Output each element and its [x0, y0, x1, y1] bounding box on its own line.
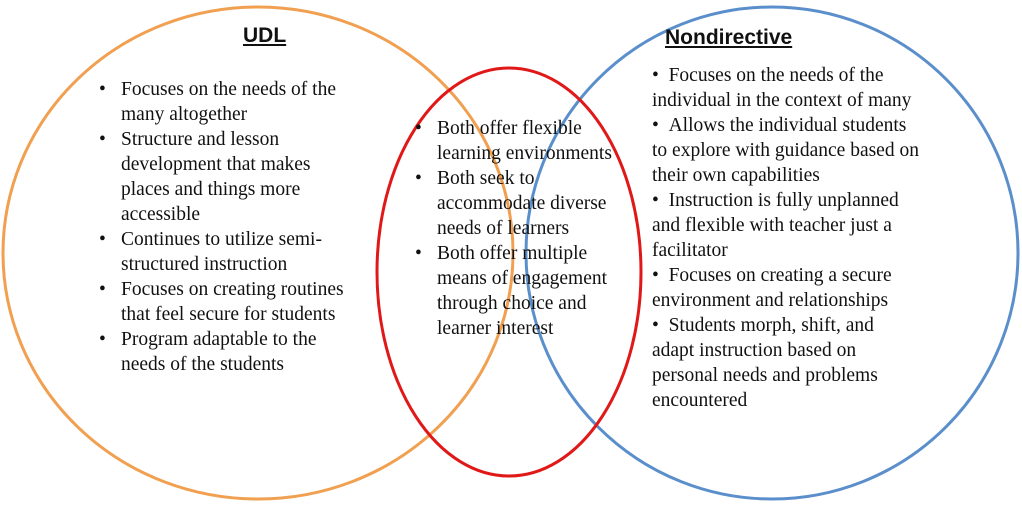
udl-title: UDL: [243, 24, 287, 47]
list-item: Instruction is fully unplanned and flexi…: [652, 188, 920, 263]
nondirective-list: Focuses on the needs of the individual i…: [652, 63, 920, 413]
list-item: Students morph, shift, and adapt instruc…: [652, 313, 920, 413]
list-item: Focuses on the needs of the individual i…: [652, 63, 920, 113]
list-item: Both offer flexible learning environment…: [415, 116, 615, 166]
list-item: Focuses on creating a secure environment…: [652, 263, 920, 313]
list-item: Both seek to accommodate diverse needs o…: [415, 166, 615, 241]
nondirective-title: Nondirective: [665, 26, 793, 49]
list-item: Program adaptable to the needs of the st…: [99, 327, 349, 377]
list-item: Continues to utilize semi-structured ins…: [99, 227, 349, 277]
list-item: Structure and lesson development that ma…: [99, 127, 349, 227]
list-item: Focuses on the needs of the many altoget…: [99, 77, 349, 127]
list-item: Allows the individual students to explor…: [652, 113, 920, 188]
udl-list: Focuses on the needs of the many altoget…: [99, 77, 349, 377]
list-item: Focuses on creating routines that feel s…: [99, 277, 349, 327]
both-list: Both offer flexible learning environment…: [415, 116, 615, 341]
overlap-circle: [375, 66, 643, 478]
list-item: Both offer multiple means of engagement …: [415, 241, 615, 341]
